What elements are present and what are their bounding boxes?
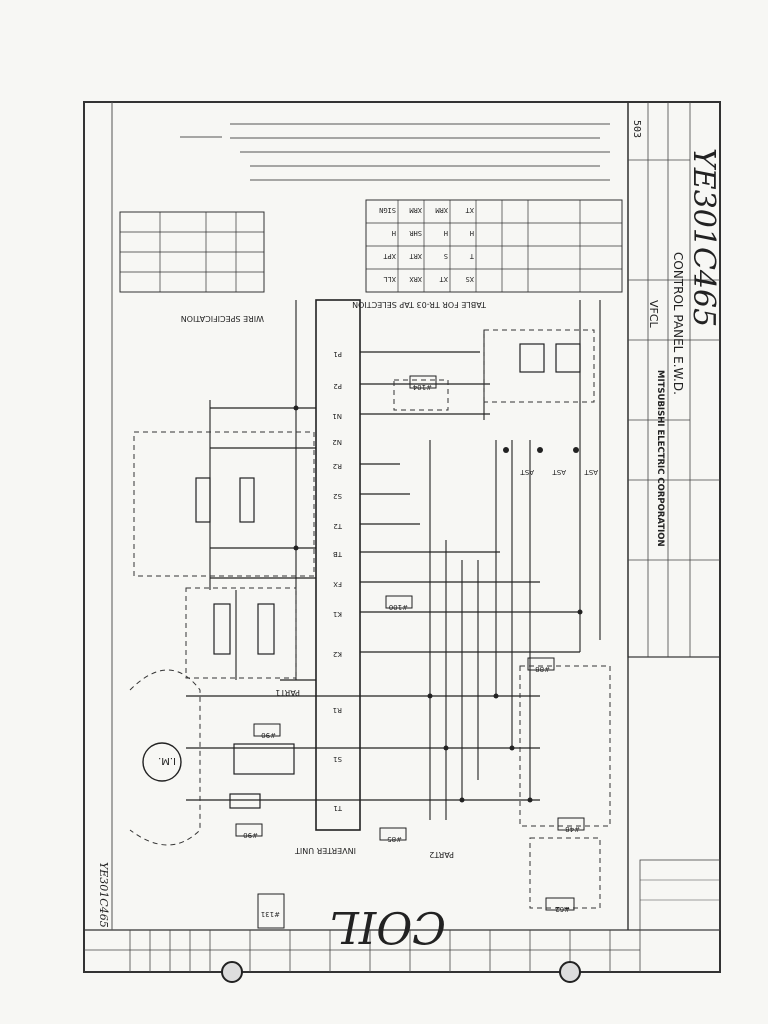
wire-spec-table: WIRE SPECIFICATION xyxy=(119,211,265,323)
binder-hole-right xyxy=(559,961,581,983)
tap-cell-3-1: XRX xyxy=(409,275,422,283)
side-drawing-number: YE301C465 xyxy=(97,862,110,928)
part-box-5: #90 xyxy=(261,731,276,739)
drawing-title: CONTROL PANEL E.W.D. xyxy=(671,252,685,395)
terminal-k2: K2 xyxy=(333,650,342,658)
inverter-unit: INVERTER UNIT xyxy=(295,299,361,855)
tap-cell-0-2: XRM xyxy=(435,206,448,214)
terminal-r1: R1 xyxy=(333,706,342,714)
vertical-buses xyxy=(209,300,601,820)
tap-cell-0-3: XT xyxy=(465,206,474,214)
ast-contact-1: AST xyxy=(520,468,534,476)
ast-contact-2: AST xyxy=(552,468,566,476)
inverter-unit-label: INVERTER UNIT xyxy=(295,846,356,855)
ast-contact-3: AST xyxy=(584,468,598,476)
wire-spec-title: WIRE SPECIFICATION xyxy=(181,314,264,323)
dashed-boundaries xyxy=(129,329,611,909)
terminal-p1: P1 xyxy=(333,350,342,358)
part-box-1: #48 xyxy=(565,825,580,833)
tap-cell-3-2: XT xyxy=(439,275,448,283)
tap-cell-3-0: XLL xyxy=(383,275,396,283)
company-name: MITSUBISHI ELECTRIC CORPORATION xyxy=(655,370,665,547)
sheet-code: 503 xyxy=(631,120,642,138)
tap-cell-1-3: H xyxy=(470,229,474,237)
part-box-9: #131 xyxy=(261,910,280,918)
tap-cell-3-3: XS xyxy=(466,275,474,283)
terminal-tb: TB xyxy=(333,550,343,558)
power-wires xyxy=(186,351,580,801)
terminal-n2: N2 xyxy=(332,438,342,446)
connection-dots xyxy=(293,405,583,803)
terminal-t1: T1 xyxy=(333,804,343,812)
motor-label: I.M. xyxy=(158,755,176,766)
tap-cell-0-0: SIGN xyxy=(379,206,396,214)
tap-cell-0-1: XRM xyxy=(409,206,422,214)
terminal-s2: S2 xyxy=(333,492,342,500)
part-box-8: #104 xyxy=(412,383,432,391)
tap-cell-1-2: H xyxy=(444,229,448,237)
ast-contacts: AST AST AST xyxy=(503,447,598,476)
part-tag-2: PART2 xyxy=(429,850,454,859)
terminal-k1: K1 xyxy=(333,610,342,618)
notes-block xyxy=(180,123,610,181)
binder-hole-left xyxy=(221,961,243,983)
tap-cell-2-1: XRT xyxy=(409,252,422,260)
drawing-number: YE301C465 xyxy=(686,148,721,327)
terminal-labels: R1 S1 T1 R2 S2 T2 P1 P2 N1 N2 K1 K2 TB F… xyxy=(332,350,343,812)
terminal-fx: FX xyxy=(333,580,342,588)
part-tags: PART1 PART2 xyxy=(275,688,454,859)
part-tag-1: PART1 xyxy=(275,688,300,697)
terminal-p2: P2 xyxy=(333,382,342,390)
coil-handwritten-label: COIL xyxy=(330,901,446,952)
part-box-6: #90 xyxy=(243,831,258,839)
part-box-4: #88 xyxy=(535,665,550,673)
tap-cell-1-0: H xyxy=(392,229,396,237)
tap-table-title: TABLE FOR TR-03 TAP SELECTION xyxy=(352,300,487,309)
terminal-t2: T2 xyxy=(333,522,343,530)
tap-cell-2-3: T xyxy=(469,252,474,260)
tap-cell-2-0: XPT xyxy=(383,252,396,260)
part-box-7: #100 xyxy=(389,603,408,611)
parts-boxes: #48 #62 #85 #88 #90 #90 #100 #104 #131 xyxy=(235,375,585,929)
relay-coils xyxy=(195,343,581,809)
tap-selection-table: SIGN XRM XRM XT H SHR H H XPT XRT S T XL… xyxy=(352,199,623,309)
title-block: VFCL CONTROL PANEL E.W.D. MITSUBISHI ELE… xyxy=(627,101,721,931)
part-box-2: #62 xyxy=(555,905,570,913)
terminal-r2: R2 xyxy=(333,462,342,470)
tap-cell-2-2: S xyxy=(444,252,448,260)
project-code: VFCL xyxy=(647,300,660,329)
part-box-3: #85 xyxy=(387,835,402,843)
motor: I.M. xyxy=(142,742,182,782)
terminal-s1: S1 xyxy=(333,755,342,763)
tap-cell-1-1: SHR xyxy=(409,229,422,237)
revision-strip xyxy=(84,930,641,972)
terminal-n1: N1 xyxy=(332,412,342,420)
